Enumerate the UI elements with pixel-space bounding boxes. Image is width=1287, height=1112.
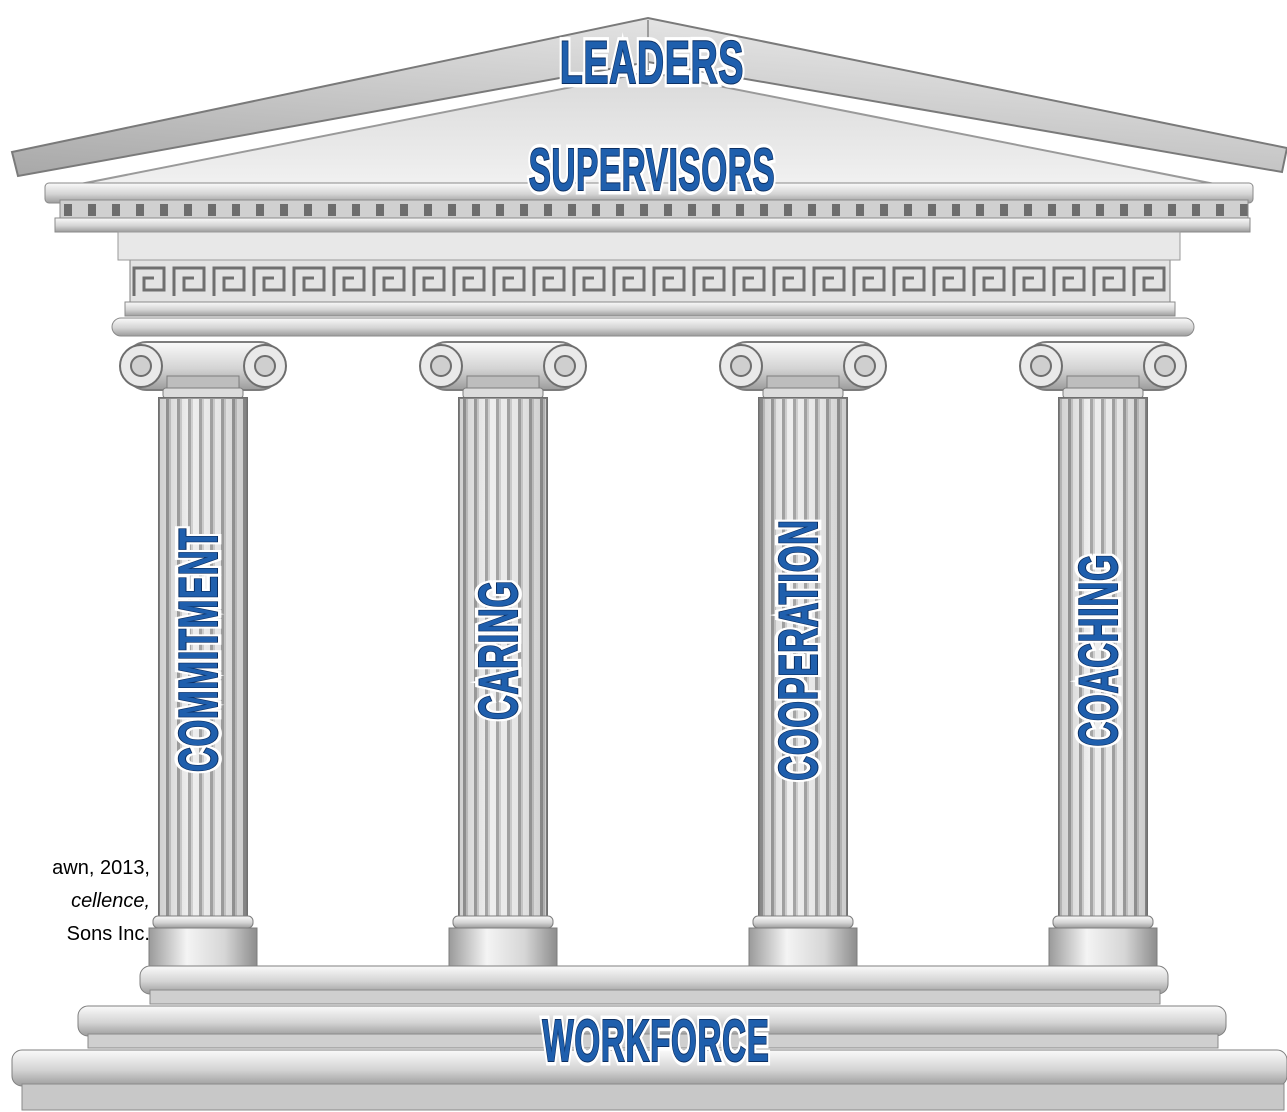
pillar-2	[419, 341, 587, 967]
roof-cornice	[10, 16, 1287, 178]
pillar-label-shadow-2: CARING	[468, 580, 529, 720]
frieze-meander	[129, 259, 1171, 305]
pillar-label-shadow-4: COACHING	[1068, 553, 1129, 746]
citation: awn, 2013, cellence, Sons Inc.	[0, 852, 150, 951]
pillar-label-3: COOPERATION	[768, 519, 829, 780]
pillar-3	[719, 341, 887, 967]
citation-line-1: awn, 2013,	[52, 857, 150, 879]
pillar-label-2: CARING	[468, 580, 529, 720]
leaders-label: LEADERS	[560, 29, 744, 96]
pediment	[10, 16, 1287, 337]
workforce-label-shadow: WORKFORCE	[542, 1008, 769, 1075]
supervisors-label-shadow: SUPERVISORS	[529, 137, 776, 204]
pillar-label-1: COMMITMENT	[168, 528, 229, 772]
pillar-label-shadow-1: COMMITMENT	[168, 528, 229, 772]
citation-line-3: Sons Inc.	[66, 923, 150, 945]
pillar-label-shadow-3: COOPERATION	[768, 519, 829, 780]
architrave	[111, 317, 1195, 337]
supervisors-label: SUPERVISORS	[529, 137, 776, 204]
workforce-label: WORKFORCE	[542, 1008, 769, 1075]
leaders-label-shadow: LEADERS	[560, 29, 744, 96]
stylobate	[11, 965, 1287, 1111]
pillar-1	[119, 341, 287, 967]
pillar-4	[1019, 341, 1187, 967]
citation-line-2: cellence,	[71, 890, 150, 912]
pillar-label-4: COACHING	[1068, 553, 1129, 746]
